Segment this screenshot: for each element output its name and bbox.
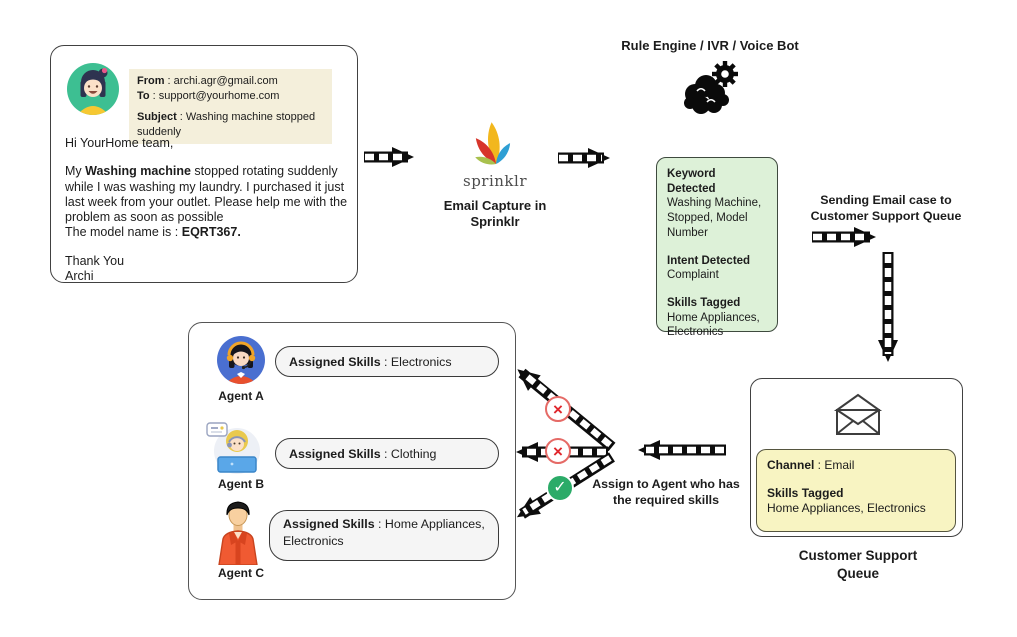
sprinklr-node: sprinklr Email Capture in Sprinklr bbox=[433, 114, 557, 231]
queue-caption: Customer Support Queue bbox=[798, 548, 918, 581]
skills-section: Skills Tagged Home Appliances, Electroni… bbox=[667, 297, 760, 339]
agent-b-skills-pill: Assigned Skills : Clothing bbox=[275, 438, 499, 469]
agent-a-skills-pill: Assigned Skills : Electronics bbox=[275, 346, 499, 377]
email-greeting: Hi YourHome team, bbox=[65, 136, 174, 150]
email-signature: Archi bbox=[65, 268, 94, 283]
email-paragraph: My Washing machine stopped rotating sudd… bbox=[65, 164, 348, 224]
reject-badge-agent-b: × bbox=[545, 438, 571, 464]
agent-a-avatar bbox=[217, 336, 265, 384]
sprinklr-caption: Email Capture in Sprinklr bbox=[443, 198, 547, 230]
agent-b-name: Agent B bbox=[218, 477, 264, 491]
sprinklr-wordmark: sprinklr bbox=[463, 172, 527, 190]
brain-gear-icon bbox=[684, 60, 738, 114]
analysis-box: Keyword Detected Washing Machine, Stoppe… bbox=[656, 157, 778, 338]
reject-badge-agent-a: × bbox=[545, 396, 571, 422]
email-body: Hi YourHome team, My Washing machine sto… bbox=[65, 136, 349, 284]
queue-card: Channel : Email Skills Tagged Home Appli… bbox=[750, 378, 963, 537]
agent-c-avatar bbox=[218, 501, 258, 565]
rule-engine-title: Rule Engine / IVR / Voice Bot bbox=[621, 38, 799, 53]
agent-c-skills-pill: Assigned Skills : Home Appliances, Elect… bbox=[269, 510, 499, 561]
channel-line: Channel : Email bbox=[767, 458, 855, 472]
accept-badge-agent-c: ✓ bbox=[546, 474, 574, 502]
email-envelope-icon bbox=[833, 393, 883, 435]
keyword-section: Keyword Detected Washing Machine, Stoppe… bbox=[667, 168, 762, 239]
queue-details-panel: Channel : Email Skills Tagged Home Appli… bbox=[756, 449, 956, 532]
email-to-line: To : support@yourhome.com bbox=[137, 89, 280, 102]
routing-label: Sending Email case to Customer Support Q… bbox=[810, 193, 962, 223]
rule-engine-node: Rule Engine / IVR / Voice Bot bbox=[615, 38, 805, 121]
email-header: From : archi.agr@gmail.com To : support@… bbox=[129, 69, 332, 145]
agent-c-name: Agent C bbox=[218, 566, 264, 580]
intent-section: Intent Detected Complaint bbox=[667, 254, 751, 282]
customer-email-card: From : archi.agr@gmail.com To : support@… bbox=[50, 45, 358, 283]
email-subject-line: Subject : Washing machine stopped sudden… bbox=[137, 110, 316, 138]
email-model-line: The model name is : EQRT367. bbox=[65, 225, 241, 240]
queue-skills-value: Home Appliances, Electronics bbox=[767, 501, 926, 516]
agent-a-name: Agent A bbox=[218, 389, 264, 403]
assignment-label: Assign to Agent who has the required ski… bbox=[592, 477, 740, 507]
queue-skills-title: Skills Tagged bbox=[767, 485, 844, 500]
agent-b-avatar bbox=[206, 422, 260, 474]
email-from-line: From : archi.agr@gmail.com bbox=[137, 75, 278, 87]
customer-avatar bbox=[67, 63, 119, 115]
sprinklr-logo-icon bbox=[475, 122, 511, 165]
email-closing: Thank You bbox=[65, 253, 125, 268]
agents-card: Agent A Assigned Skills : Electronics Ag… bbox=[188, 322, 516, 600]
